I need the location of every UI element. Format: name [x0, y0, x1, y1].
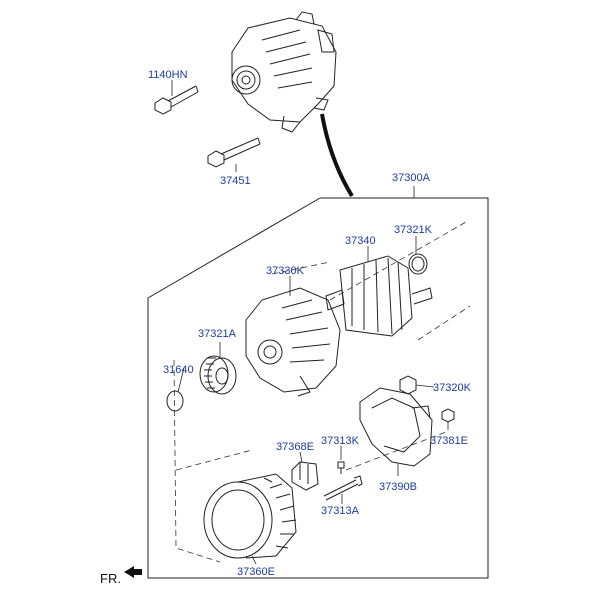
label-1140hn[interactable]: 1140HN: [148, 69, 188, 81]
stator-37360e: [203, 473, 297, 559]
alternator-assembly: [231, 11, 337, 133]
label-37451[interactable]: 37451: [220, 175, 251, 187]
leader-lines: [171, 80, 449, 565]
label-37313a[interactable]: 37313A: [321, 505, 360, 517]
rear-cover-37390b: [359, 387, 433, 467]
bolt-37451: [207, 137, 261, 168]
label-37321k[interactable]: 37321K: [394, 224, 433, 236]
front-arrow-icon: [124, 566, 142, 578]
cap-31640: [166, 390, 184, 412]
pulley-37321a: [199, 355, 237, 395]
direction-label: FR.: [100, 571, 121, 586]
label-37390b[interactable]: 37390B: [379, 481, 417, 493]
label-37300a[interactable]: 37300A: [392, 172, 431, 184]
ring-37321k: [408, 253, 428, 275]
assembly-connector-line: [320, 113, 354, 198]
label-37381e[interactable]: 37381E: [430, 435, 468, 447]
label-37368e[interactable]: 37368E: [276, 441, 314, 453]
bolt-1140hn: [154, 85, 199, 115]
label-37330k[interactable]: 37330K: [266, 265, 305, 277]
label-31640[interactable]: 31640: [163, 364, 194, 376]
label-37321a[interactable]: 37321A: [198, 328, 237, 340]
label-37320k[interactable]: 37320K: [433, 382, 472, 394]
front-housing-37330k: [245, 287, 341, 397]
bolt-37313a: [323, 475, 363, 501]
nut-37320k: [399, 375, 417, 395]
alignment-lines: [173, 221, 471, 563]
label-37313k[interactable]: 37313K: [321, 435, 360, 447]
label-37360e[interactable]: 37360E: [237, 566, 275, 578]
exploded-view-boundary: [147, 197, 489, 579]
brush-holder-37368e: [291, 461, 319, 491]
label-37340[interactable]: 37340: [345, 235, 376, 247]
nut-37381e: [441, 408, 455, 423]
rotor-37340: [325, 255, 433, 337]
screw-37313k: [337, 461, 345, 474]
